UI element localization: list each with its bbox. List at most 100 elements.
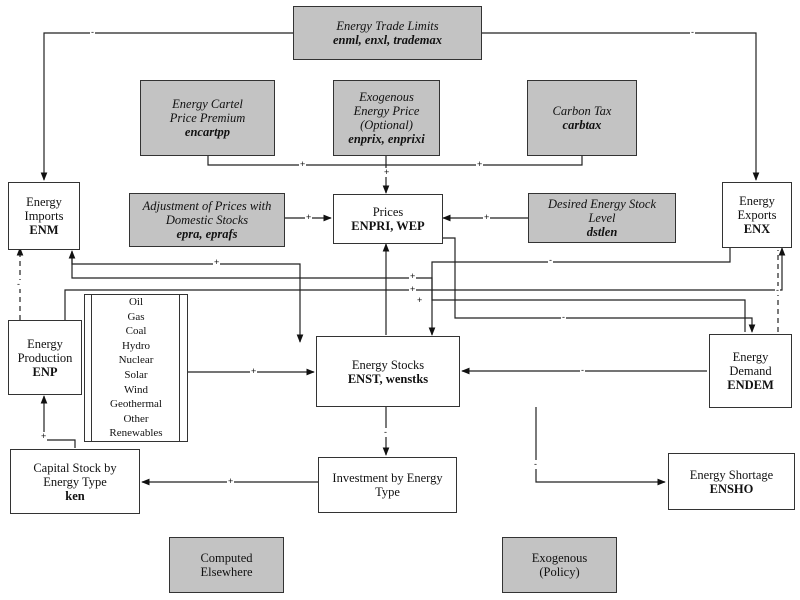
price-adjustment-line2: Domestic Stocks: [165, 213, 249, 227]
energy-shortage-box: Energy Shortage ENSHO: [668, 453, 795, 510]
imports-line1: Energy: [26, 195, 62, 209]
carbon-tax-box: Carbon Tax carbtax: [527, 80, 637, 156]
production-line1: Energy: [27, 336, 63, 351]
cartel-vars: encartpp: [184, 125, 231, 139]
energy-trade-limits-title: Energy Trade Limits: [336, 19, 439, 33]
desired-stock-line1: Desired Energy Stock: [547, 197, 657, 211]
exports-line2: Exports: [737, 208, 777, 222]
sign-trade-imports: -: [90, 27, 95, 37]
arrow-prices-to-demand: [435, 237, 756, 333]
sign-demand-exports: +: [416, 295, 424, 305]
energy-trade-limits-vars: enml, enxl, trademax: [332, 33, 443, 47]
investment-box: Investment by Energy Type: [318, 457, 457, 513]
sign-demand-exports-dashed: -: [775, 285, 780, 295]
price-adjustment-box: Adjustment of Prices with Domestic Stock…: [129, 193, 285, 247]
energy-source-item: Coal: [125, 325, 147, 338]
prices-title: Prices: [372, 205, 404, 219]
energy-exports-box: Energy Exports ENX: [722, 182, 792, 248]
energy-source-item: Wind: [124, 383, 148, 396]
exogenous-energy-price-box: Exogenous Energy Price (Optional) enprix…: [333, 80, 440, 156]
sign-cartel: +: [299, 159, 307, 169]
exog-price-line3: (Optional): [360, 118, 413, 132]
capital-line2: Energy Type: [43, 474, 107, 489]
capital-vars: ken: [65, 488, 85, 503]
energy-trade-limits-box: Energy Trade Limits enml, enxl, trademax: [293, 6, 482, 60]
sign-production-stocks: +: [250, 366, 258, 376]
sign-production-exports: +: [409, 284, 417, 294]
sign-capital-production: +: [40, 431, 48, 441]
shortage-title: Energy Shortage: [689, 467, 774, 482]
carbon-tax-title: Carbon Tax: [552, 104, 612, 118]
arrow-carbon-to-prices: [386, 156, 583, 166]
sign-prices-demand: -: [561, 312, 566, 322]
arrow-capital-to-production: [40, 395, 76, 448]
imports-vars: ENM: [29, 223, 59, 237]
desired-stock-vars: dstlen: [586, 225, 618, 239]
arrow-stocks-to-shortage: [535, 407, 666, 486]
production-vars: ENP: [32, 364, 58, 379]
sign-demand-stocks: -: [580, 365, 585, 375]
price-adjustment-line1: Adjustment of Prices with: [142, 199, 272, 213]
exports-line1: Energy: [739, 194, 775, 208]
energy-source-item: Nuclear: [118, 354, 154, 367]
sign-adjust: +: [305, 212, 313, 222]
exports-vars: ENX: [743, 222, 771, 236]
sign-production-imports: -: [16, 279, 21, 289]
desired-energy-stock-box: Desired Energy Stock Level dstlen: [528, 193, 676, 243]
legend-computed-elsewhere: Computed Elsewhere: [169, 537, 284, 593]
demand-line1: Energy: [732, 350, 769, 364]
stocks-vars: ENST, wenstks: [347, 371, 429, 386]
imports-line2: Imports: [24, 209, 64, 223]
cartel-title-line2: Price Premium: [169, 111, 246, 125]
legend-exogenous-line2: (Policy): [539, 565, 580, 579]
carbon-tax-vars: carbtax: [562, 118, 602, 132]
energy-source-item: Geothermal: [110, 398, 162, 411]
sign-investment-capital: +: [227, 476, 235, 486]
legend-computed-line1: Computed: [200, 551, 253, 565]
sign-imports-stocks: +: [213, 257, 221, 267]
exog-price-line2: Energy Price: [353, 104, 420, 118]
price-adjustment-vars: epra, eprafs: [176, 227, 238, 241]
exog-price-vars: enprix, enprixi: [348, 132, 425, 146]
energy-source-item: Other: [123, 412, 149, 425]
arrow-production-to-exports: [64, 247, 786, 320]
energy-demand-box: Energy Demand ENDEM: [709, 334, 792, 408]
production-line2: Production: [17, 350, 73, 365]
energy-production-box: Energy Production ENP: [8, 320, 82, 395]
exog-price-line1: Exogenous: [359, 90, 414, 104]
demand-line2: Demand: [729, 364, 772, 378]
sign-desired: +: [483, 212, 491, 222]
arrow-trade-to-exports: [482, 32, 760, 181]
energy-source-item: Renewables: [109, 427, 163, 440]
energy-imports-box: Energy Imports ENM: [8, 182, 80, 250]
legend-computed-line2: Elsewhere: [200, 565, 253, 579]
cartel-title-line1: Energy Cartel: [172, 97, 243, 111]
sign-stocks-investment: -: [383, 427, 388, 437]
desired-stock-line2: Level: [588, 211, 616, 225]
legend-exogenous-line1: Exogenous: [531, 551, 588, 565]
arrow-exports-to-stocks: [428, 248, 731, 336]
investment-line2: Type: [375, 485, 400, 499]
sign-exog: +: [383, 167, 391, 177]
sign-carbon: +: [476, 159, 484, 169]
energy-cartel-premium-box: Energy Cartel Price Premium encartpp: [140, 80, 275, 156]
stocks-title: Energy Stocks: [351, 357, 425, 372]
sign-stocks-shortage: -: [533, 459, 538, 469]
investment-line1: Investment by Energy: [332, 471, 443, 485]
sign-trade-exports: -: [690, 27, 695, 37]
energy-source-item: Gas: [127, 310, 145, 323]
arrow-trade-to-imports: [40, 32, 293, 181]
prices-vars: ENPRI, WEP: [351, 219, 425, 233]
energy-source-item: Hydro: [121, 339, 151, 352]
capital-line1: Capital Stock by: [33, 460, 117, 475]
arrow-cartel-to-prices: [207, 156, 386, 166]
energy-stocks-box: Energy Stocks ENST, wenstks: [316, 336, 460, 407]
shortage-vars: ENSHO: [709, 481, 754, 496]
capital-stock-box: Capital Stock by Energy Type ken: [10, 449, 140, 514]
legend-exogenous-policy: Exogenous (Policy): [502, 537, 617, 593]
sign-exports-stocks: -: [548, 255, 553, 265]
energy-source-item: Oil: [128, 296, 144, 309]
